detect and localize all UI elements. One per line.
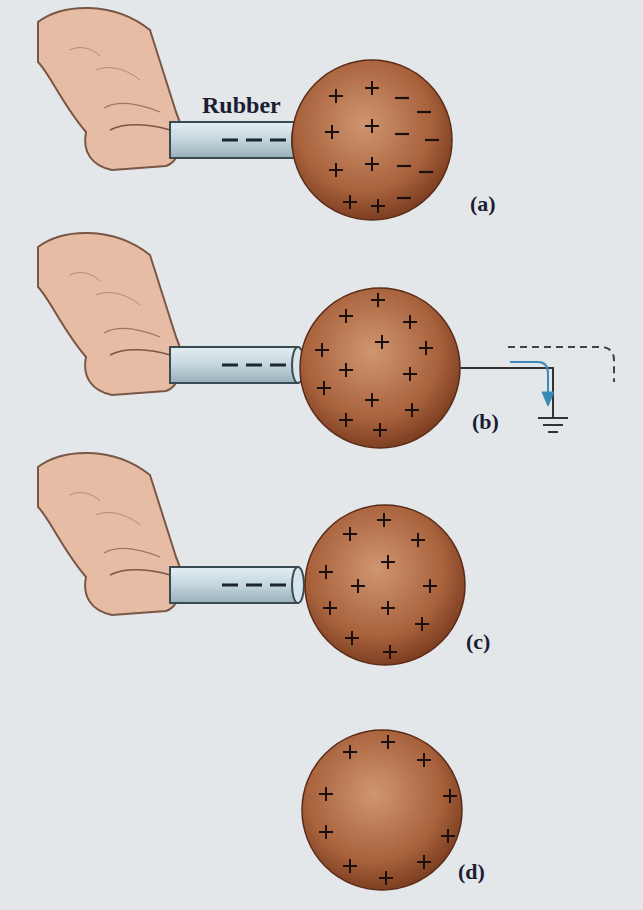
material-label: Rubber (202, 92, 281, 118)
sphere (300, 288, 460, 448)
sphere (305, 505, 465, 665)
panel-label: (d) (458, 860, 485, 884)
panel-label: (c) (466, 630, 490, 654)
panel-label: (a) (470, 192, 496, 216)
panel-label: (b) (472, 410, 499, 434)
charge-flow-arrows (508, 347, 614, 406)
sphere (292, 60, 452, 220)
rubber-rod (170, 122, 304, 158)
sphere (302, 730, 462, 890)
hand (38, 8, 181, 170)
